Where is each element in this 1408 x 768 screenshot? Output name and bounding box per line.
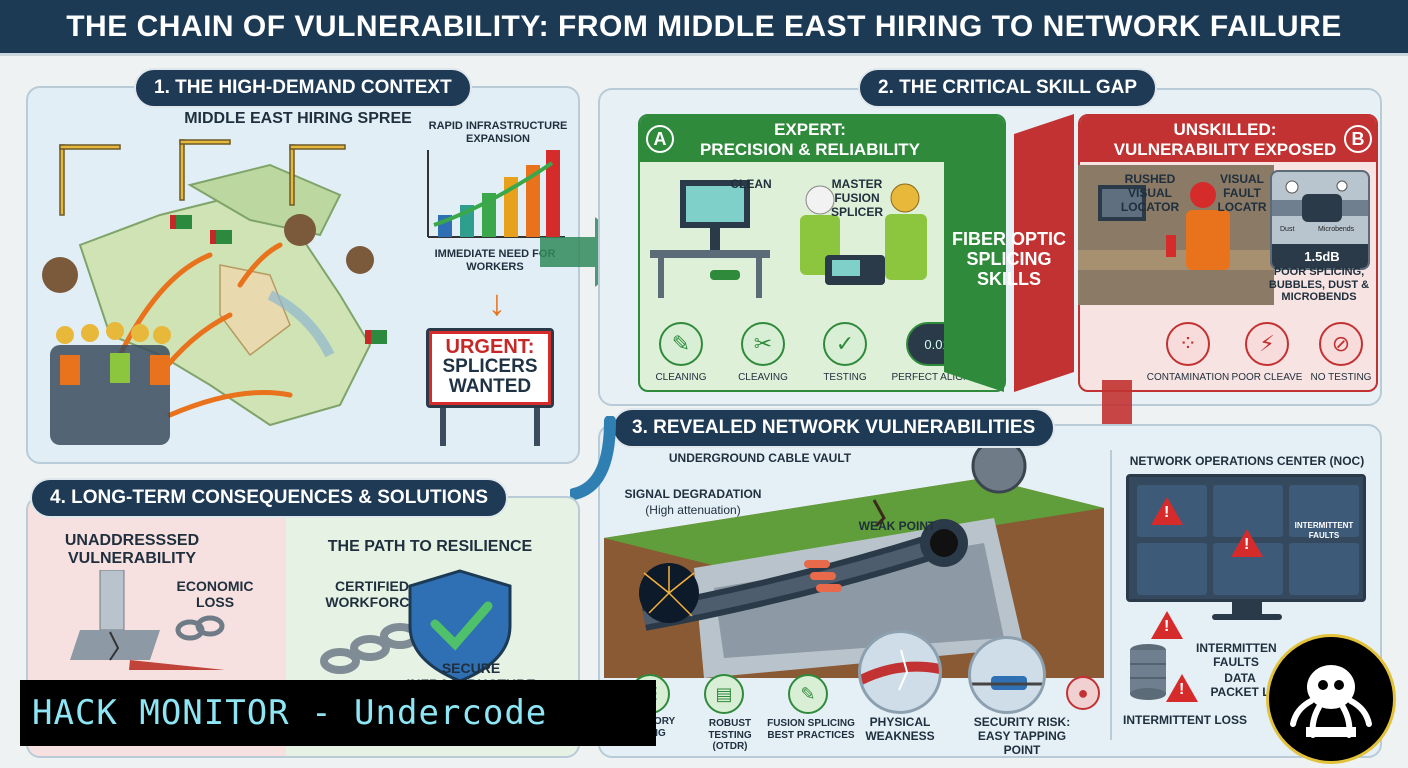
- loss-alert-icon: [1166, 674, 1198, 702]
- chart-bottom-label: IMMEDIATE NEED FOR WORKERS: [434, 248, 556, 273]
- scissors-icon: ✂: [741, 322, 785, 366]
- fusion-practices-label: FUSION SPLICING BEST PRACTICES: [767, 718, 855, 741]
- fiber-closeup: Dust Microbends 1.5dB: [1270, 170, 1370, 270]
- step-cleaving: ✂ CLEAVING: [726, 322, 800, 388]
- watermark-text: HACK MONITOR - Undercode: [32, 693, 548, 733]
- physical-weakness-icon: [858, 630, 942, 714]
- server-icon: [1128, 642, 1168, 702]
- contamination-icon: ⁘: [1166, 322, 1210, 366]
- intermittent-loss-label: INTERMITTENT LOSS: [1123, 713, 1247, 727]
- expert-title-line1: EXPERT:: [774, 120, 846, 139]
- noc-monitor: INTERMITTENT FAULTS: [1126, 474, 1366, 669]
- page-title: THE CHAIN OF VULNERABILITY: FROM MIDDLE …: [66, 9, 1342, 43]
- security-label: SECURITY RISK: EASY TAPPING POINT: [973, 715, 1071, 757]
- intermittent-faults-label: INTERMITTEN FAULTS: [1196, 641, 1277, 669]
- vault-label: UNDERGROUND CABLE VAULT: [668, 451, 852, 465]
- step-cleaving-label: CLEAVING: [738, 372, 788, 383]
- step-testing: ✓ TESTING: [808, 322, 882, 388]
- sign-posts: [440, 408, 540, 448]
- step-contamination-label: CONTAMINATION: [1146, 372, 1230, 383]
- chart-top-label: RAPID INFRASTRUCTURE EXPANSION: [428, 120, 568, 145]
- cleaning-icon: ✎: [659, 322, 703, 366]
- fusion-icon: ✎: [788, 674, 828, 714]
- otdr-icon: ▤: [704, 674, 744, 714]
- expert-badge: A: [646, 125, 674, 153]
- unskilled-title-line2: VULNERABILITY EXPOSED: [1113, 139, 1337, 159]
- unskilled-title-line1: UNSKILLED:: [1173, 120, 1277, 139]
- center-label: FIBER OPTIC SPLICING SKILLS: [951, 229, 1066, 289]
- step-no-testing-label: NO TESTING: [1310, 372, 1372, 383]
- section1-heading: 1. THE HIGH-DEMAND CONTEXT: [134, 68, 472, 108]
- step-cleaning: ✎ CLEANING: [644, 322, 718, 388]
- fiber-tag-left: Dust: [1280, 226, 1295, 233]
- broken-fiber-icon: ⚡: [1245, 322, 1289, 366]
- step-alignment-label: PERFECT ALIGNMENT: [891, 372, 999, 383]
- down-arrow: ↓: [488, 282, 506, 323]
- clean-label: CLEAN: [730, 177, 772, 191]
- weak-point-label: WEAK POINT: [858, 519, 936, 533]
- noc-label: NETWORK OPERATIONS CENTER (NOC): [1129, 454, 1365, 468]
- step-poor-cleave: ⚡ POOR CLEAVE: [1232, 322, 1302, 388]
- signal-label: SIGNAL DEGRADATION: [624, 487, 762, 501]
- unskilled-steps: ⁘ CONTAMINATION ⚡ POOR CLEAVE ⊘ NO TESTI…: [1146, 322, 1376, 388]
- checklist-icon: ✓: [823, 322, 867, 366]
- unaddressed-label: UNADDRESSSED VULNERABILITY: [64, 532, 200, 568]
- step-testing-label: TESTING: [823, 372, 867, 383]
- physical-label: PHYSICAL WEAKNESS: [865, 715, 935, 743]
- center-divider: [944, 114, 1074, 392]
- alert-icon-3: [1151, 611, 1183, 639]
- no-testing-icon: ⊘: [1319, 322, 1363, 366]
- poor-splicing-label: POOR SPLICING, BUBBLES, DUST & MICROBEND…: [1268, 266, 1370, 304]
- rushed-label: RUSHED VISUAL LOCATOR: [1120, 172, 1180, 214]
- solution-partial-label: TORY ING: [648, 716, 676, 739]
- sign-line3: WANTED: [448, 375, 532, 397]
- section4-heading: 4. LONG-TERM CONSEQUENCES & SOLUTIONS: [30, 478, 509, 518]
- robust-testing-label: ROBUST TESTING (OTDR): [708, 718, 752, 752]
- certified-label: CERTIFIED WORKFORCE: [325, 578, 419, 611]
- signal-sub-label: (High attenuation): [645, 503, 741, 517]
- tapping-icon: [968, 636, 1046, 714]
- path-label: THE PATH TO RESILIENCE: [327, 538, 533, 555]
- unskilled-badge: B: [1344, 125, 1372, 153]
- unskilled-workshop: [1078, 165, 1274, 305]
- fiber-tag-right: Microbends: [1318, 226, 1355, 233]
- master-label: MASTER FUSION SPLICER: [830, 177, 883, 219]
- sign-line1: URGENT:: [445, 336, 535, 358]
- intermittent-screen-label: INTERMITTENT FAULTS: [1294, 521, 1354, 540]
- expert-workshop: [650, 170, 990, 300]
- alert-icon-1: [1151, 497, 1183, 525]
- urgent-sign: URGENT: SPLICERS WANTED: [426, 328, 554, 408]
- alert-icon-2: [1231, 529, 1263, 557]
- expert-title: EXPERT: PRECISION & RELIABILITY: [660, 120, 960, 159]
- monitor-stand: [1232, 602, 1262, 614]
- hacker-icon: ●: [1066, 676, 1100, 710]
- vfl-label: VISUAL FAULT LOCATR: [1217, 172, 1267, 214]
- step-contamination: ⁘ CONTAMINATION: [1146, 322, 1230, 388]
- octopus-logo: [1266, 634, 1396, 764]
- watermark-bar: HACK MONITOR - Undercode: [20, 680, 656, 746]
- unskilled-loss-value: 1.5dB: [1272, 244, 1368, 268]
- step-poor-cleave-label: POOR CLEAVE: [1231, 372, 1303, 383]
- section2-heading: 2. THE CRITICAL SKILL GAP: [858, 68, 1157, 108]
- sign-line2: SPLICERS: [442, 356, 538, 377]
- vault-illustration: [604, 438, 1104, 678]
- growth-bar-chart: [420, 145, 570, 245]
- monitor-base: [1212, 614, 1282, 620]
- map-graphic: [40, 125, 410, 455]
- expert-title-line2: PRECISION & RELIABILITY: [699, 139, 921, 159]
- step-cleaning-label: CLEANING: [655, 372, 707, 383]
- economic-label: ECONOMIC LOSS: [176, 578, 254, 611]
- section3-heading: 3. REVEALED NETWORK VULNERABILITIES: [612, 408, 1056, 448]
- step-no-testing: ⊘ NO TESTING: [1306, 322, 1376, 388]
- section4-connector: [568, 415, 630, 516]
- title-banner: THE CHAIN OF VULNERABILITY: FROM MIDDLE …: [0, 0, 1408, 56]
- map-label: MIDDLE EAST HIRING SPREE: [184, 110, 412, 127]
- noc-divider: [1110, 450, 1112, 740]
- data-packet-label: DATA PACKET L: [1210, 671, 1270, 699]
- unskilled-title: UNSKILLED: VULNERABILITY EXPOSED: [1098, 120, 1352, 159]
